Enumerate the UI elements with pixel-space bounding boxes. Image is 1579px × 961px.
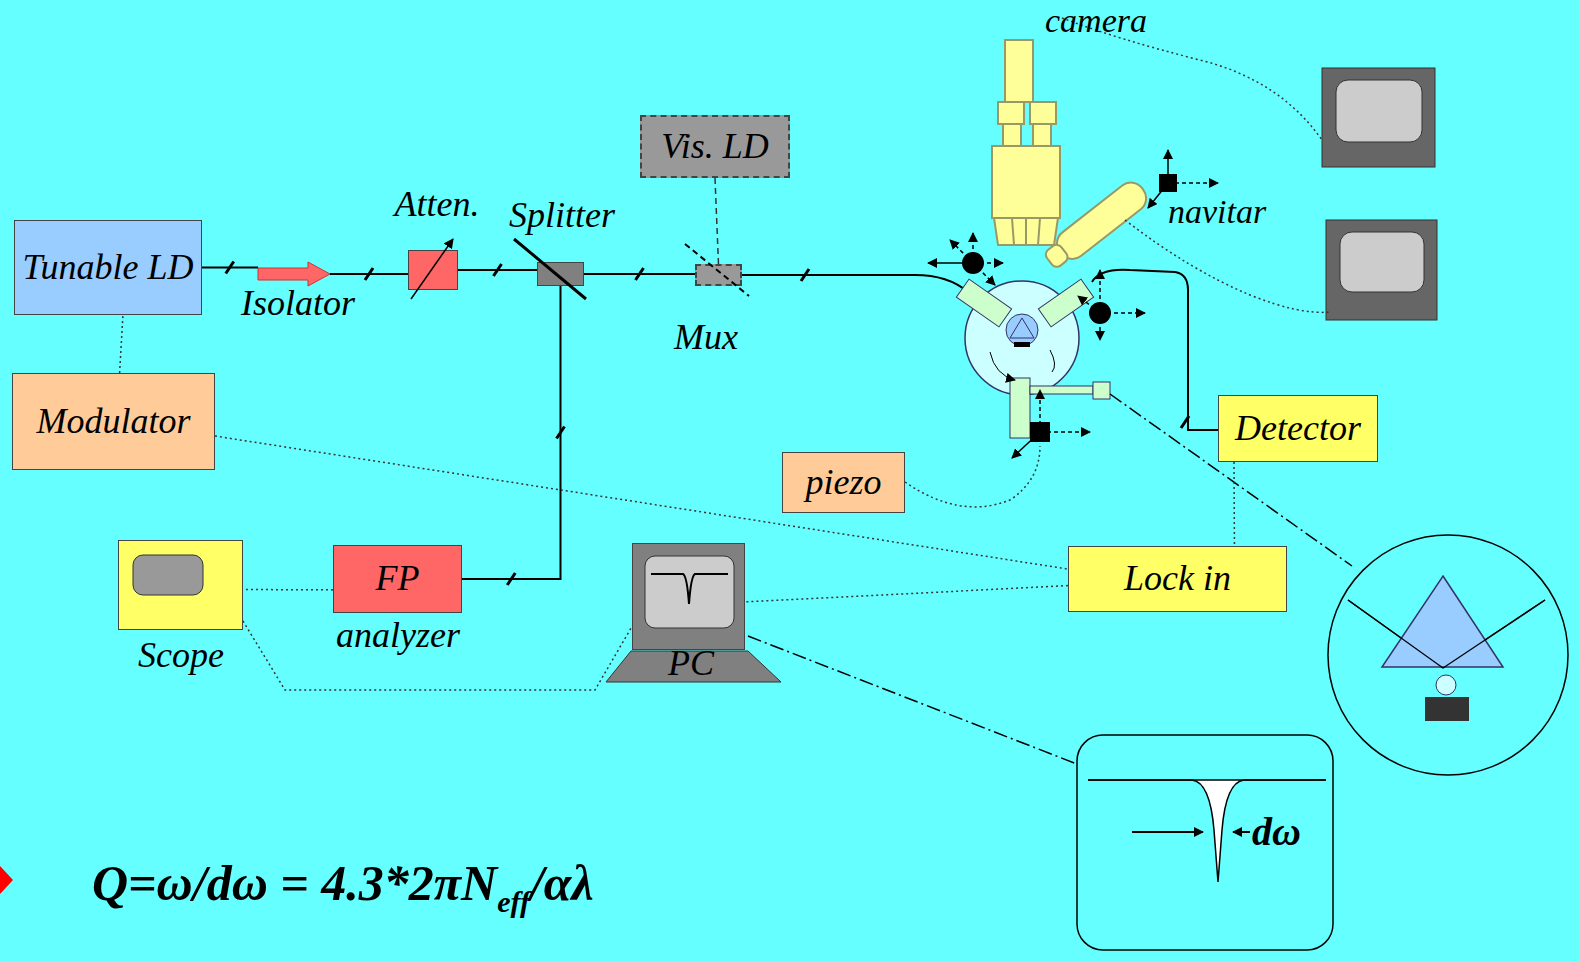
fiber-tick (507, 573, 515, 585)
fiber (462, 286, 561, 579)
navitar-lens (1040, 177, 1151, 273)
part-name: navitar (1168, 193, 1266, 230)
fiber-tick (226, 262, 234, 274)
positioner-knob (962, 174, 1177, 442)
fiber (742, 275, 968, 292)
formula-text: Q=ω/dω = 4.3*2πN (92, 855, 497, 911)
detector-box: Detector (1218, 395, 1378, 462)
pc: PC (632, 543, 745, 650)
attenuator-detail (409, 251, 459, 291)
fiber-tick (1181, 416, 1189, 428)
isolator: Isolator (258, 262, 330, 286)
bullet-arrow (0, 866, 13, 894)
fiber-tick (494, 264, 502, 276)
node-label: Tunable LD (22, 248, 193, 288)
part-name: camera (1045, 2, 1147, 39)
attenuator: Atten. (408, 250, 458, 290)
node-label: Vis. LD (661, 127, 768, 167)
modulator-box: Modulator (12, 373, 215, 470)
node-label: piezo (806, 463, 882, 503)
linewidth-label: dω (1252, 810, 1301, 854)
fp-analyzer-box: FPanalyzer (333, 545, 462, 613)
fiber-tick (636, 268, 644, 280)
formula: Q=ω/dω = 4.3*2πNeff/αλ (92, 856, 594, 918)
mux: Mux (695, 264, 742, 286)
fiber-tick (557, 427, 565, 439)
splitter: Splitter (537, 262, 584, 286)
signal-wire (243, 589, 333, 591)
signal-wire (745, 586, 1068, 602)
signal-wire (715, 178, 719, 264)
prism-inset (1328, 535, 1568, 775)
signal-wire (120, 315, 123, 373)
node-label: FP (376, 559, 420, 599)
monitor (1322, 68, 1437, 320)
node-label: Isolator (241, 284, 355, 324)
visible-laser-box: Vis. LD (640, 115, 790, 178)
node-label: analyzer (336, 616, 460, 656)
piezo-box: piezo (782, 452, 905, 513)
node-label: Detector (1235, 409, 1361, 449)
lockin-box: Lock in (1068, 546, 1287, 612)
resonator-stage (956, 279, 1110, 438)
node-label: Scope (138, 636, 224, 676)
node-label: Splitter (509, 196, 615, 236)
scope: Scope (118, 540, 243, 630)
fiber (1092, 270, 1218, 430)
formula-text: /αλ (530, 855, 594, 911)
resonance-inset (1077, 735, 1333, 950)
signal-wire (1233, 462, 1235, 546)
camera-symbol (992, 40, 1060, 245)
fiber-tick (801, 269, 809, 281)
mux-detail (697, 266, 744, 288)
node-label: PC (668, 644, 714, 684)
node-label: Atten. (395, 185, 480, 225)
node-label: Modulator (36, 402, 190, 442)
formula-subscript: eff (497, 885, 530, 918)
node-label: Mux (674, 318, 738, 358)
fiber-tick (365, 268, 373, 280)
scope-detail (119, 541, 244, 631)
splitter-detail (538, 263, 585, 287)
node-label: Lock in (1124, 559, 1231, 599)
laser-box: Tunable LD (14, 220, 201, 315)
pc-detail (633, 544, 746, 651)
